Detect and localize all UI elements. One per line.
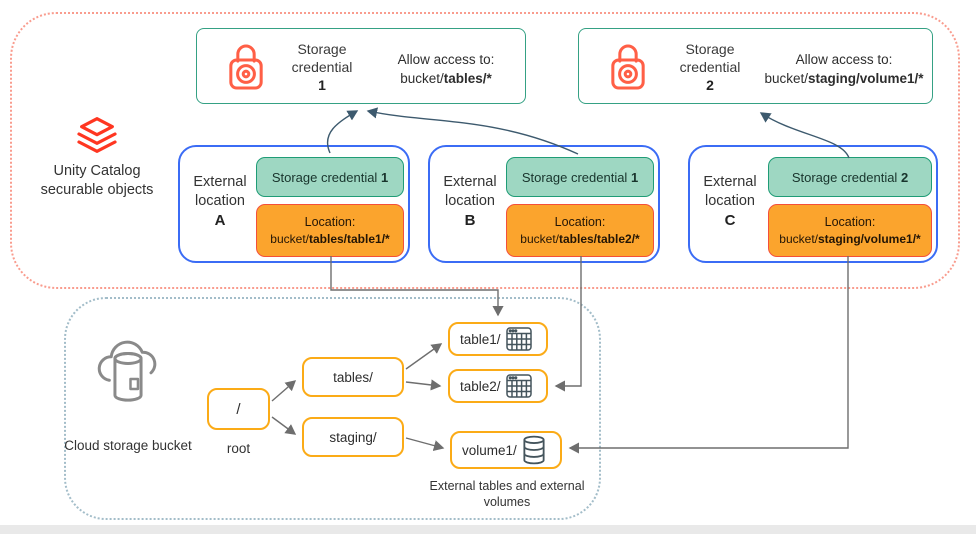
allow-access-label: Allow access to: bbox=[795, 52, 893, 67]
volume1-label: volume1/ bbox=[462, 442, 517, 458]
external-location-text: External location bbox=[703, 174, 757, 209]
credential-title: Storage credential 2 bbox=[663, 40, 757, 94]
storage-credential-pill: Storage credential 2 bbox=[768, 157, 932, 197]
location-path-bold: tables/table2/* bbox=[559, 231, 640, 246]
location-label: Location: bbox=[304, 214, 356, 229]
cloud-storage-label: Cloud storage bucket bbox=[64, 438, 192, 453]
access-path-bold: staging/volume1/* bbox=[808, 71, 924, 86]
external-location-b-box: External location B Storage credential 1… bbox=[428, 145, 660, 263]
storage-credential-pill: Storage credential 1 bbox=[256, 157, 404, 197]
credential-title: Storage credential 1 bbox=[275, 40, 369, 94]
root-slash: / bbox=[236, 400, 241, 418]
pill-credential-text: Storage credential bbox=[271, 169, 378, 185]
credential-access: Allow access to: bucket/staging/volume1/… bbox=[759, 50, 929, 88]
table2-label: table2/ bbox=[460, 378, 501, 394]
credential-title-text: Storage credential bbox=[679, 41, 741, 75]
credential-number: 1 bbox=[318, 77, 326, 93]
root-caption: root bbox=[226, 441, 251, 456]
root-node: / bbox=[207, 388, 270, 430]
location-path-prefix: bucket/ bbox=[520, 231, 559, 246]
table-icon bbox=[505, 374, 532, 398]
external-location-label: External location B bbox=[434, 173, 506, 230]
volume1-node: volume1/ bbox=[450, 431, 562, 469]
staging-folder-node: staging/ bbox=[302, 417, 404, 457]
allow-access-label: Allow access to: bbox=[397, 52, 495, 67]
pill-credential-text: Storage credential bbox=[791, 169, 898, 185]
external-location-c-box: External location C Storage credential 2… bbox=[688, 145, 938, 263]
pill-credential-number: 1 bbox=[380, 169, 389, 185]
external-location-label: External location C bbox=[694, 173, 766, 230]
access-path: bucket/staging/volume1/* bbox=[759, 69, 929, 88]
pill-credential-text: Storage credential bbox=[521, 169, 628, 185]
databricks-logo-icon bbox=[77, 117, 117, 153]
storage-credential-1-box: Storage credential 1 Allow access to: bu… bbox=[196, 28, 526, 104]
location-path-prefix: bucket/ bbox=[270, 231, 309, 246]
storage-credential-2-box: Storage credential 2 Allow access to: bu… bbox=[578, 28, 933, 104]
tables-folder-label: tables/ bbox=[333, 369, 373, 385]
external-location-letter: B bbox=[464, 212, 476, 229]
location-label: Location: bbox=[554, 214, 606, 229]
volume-icon bbox=[523, 435, 545, 465]
storage-credential-pill: Storage credential 1 bbox=[506, 157, 654, 197]
location-label: Location: bbox=[824, 214, 876, 229]
external-objects-caption: External tables and external volumes bbox=[429, 479, 585, 509]
external-location-text: External location bbox=[443, 174, 497, 209]
external-location-letter: C bbox=[724, 212, 736, 229]
access-path: bucket/tables/* bbox=[375, 69, 517, 88]
cloud-storage-icon bbox=[97, 340, 157, 402]
access-path-prefix: bucket/ bbox=[764, 71, 808, 86]
location-path-pill: Location: bucket/staging/volume1/* bbox=[768, 204, 932, 257]
pill-credential-number: 1 bbox=[630, 169, 639, 185]
staging-folder-label: staging/ bbox=[329, 429, 377, 445]
credential-number: 2 bbox=[706, 77, 714, 93]
credential-access: Allow access to: bucket/tables/* bbox=[375, 50, 517, 88]
access-path-prefix: bucket/ bbox=[400, 71, 444, 86]
location-path-bold: staging/volume1/* bbox=[818, 231, 921, 246]
table1-node: table1/ bbox=[448, 322, 548, 356]
tables-folder-node: tables/ bbox=[302, 357, 404, 397]
external-location-text: External location bbox=[193, 174, 247, 209]
table2-node: table2/ bbox=[448, 369, 548, 403]
lock-icon bbox=[229, 44, 263, 90]
pill-credential-number: 2 bbox=[900, 169, 909, 185]
access-path-bold: tables/* bbox=[443, 71, 492, 86]
location-path: bucket/tables/table1/* bbox=[270, 231, 389, 248]
external-location-label: External location A bbox=[184, 173, 256, 230]
page-bottom-divider bbox=[0, 525, 976, 534]
location-path-pill: Location: bucket/tables/table2/* bbox=[506, 204, 654, 257]
external-location-letter: A bbox=[214, 212, 226, 229]
table-icon bbox=[505, 327, 532, 351]
external-location-a-box: External location A Storage credential 1… bbox=[178, 145, 410, 263]
table1-label: table1/ bbox=[460, 331, 501, 347]
location-path-prefix: bucket/ bbox=[779, 231, 818, 246]
location-path-bold: tables/table1/* bbox=[309, 231, 390, 246]
location-path: bucket/tables/table2/* bbox=[520, 231, 639, 248]
unity-catalog-label: Unity Catalog securable objects bbox=[40, 163, 154, 198]
location-path: bucket/staging/volume1/* bbox=[779, 231, 920, 248]
lock-icon bbox=[611, 44, 645, 90]
location-path-pill: Location: bucket/tables/table1/* bbox=[256, 204, 404, 257]
credential-title-text: Storage credential bbox=[291, 41, 353, 75]
